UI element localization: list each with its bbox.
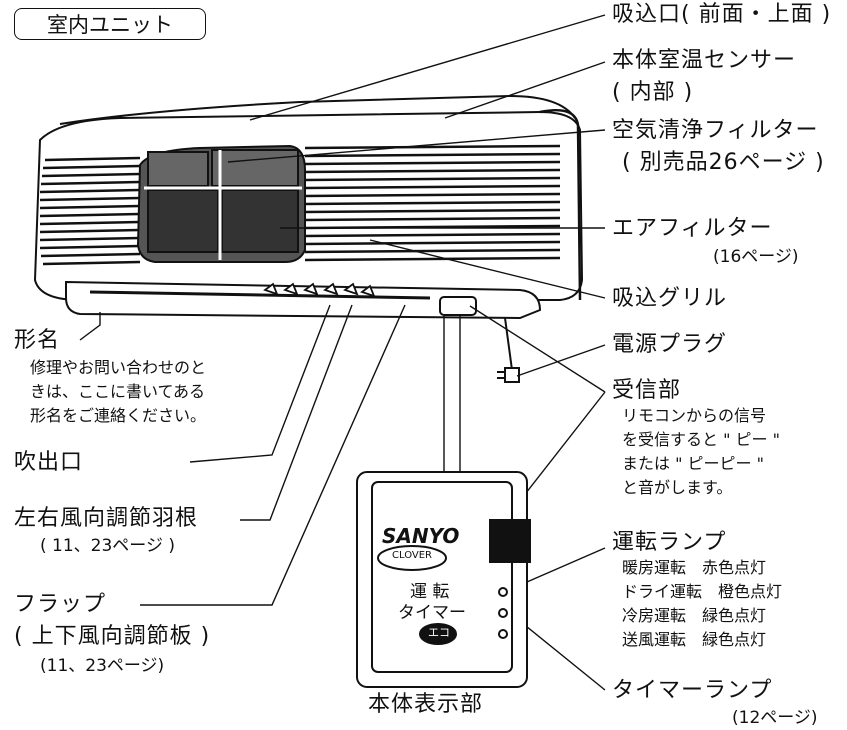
model-name-note-line: きは、ここに書いてある [30, 382, 206, 401]
operation-lamp-label: 運転ランプ [612, 530, 727, 555]
unit-right-side [539, 108, 582, 301]
receiver-note-line: リモコンからの信号 [622, 406, 767, 425]
outlet-label: 吹出口 [14, 450, 84, 475]
air-filter-label: エアフィルター [612, 216, 773, 241]
unit-bottom-lip [65, 280, 542, 320]
timer-lamp-label: タイマーランプ [612, 678, 773, 703]
display-panel-caption: 本体表示部 [368, 692, 484, 717]
power-plug-label: 電源プラグ [612, 332, 728, 357]
operation-lamp-item: 暖房運転 赤色点灯 [622, 558, 767, 577]
timer-lamp-sub: (12ページ) [732, 708, 818, 728]
flap-label: フラップ [14, 592, 107, 617]
timer-lamp [498, 608, 508, 618]
display-panel [356, 471, 531, 688]
unit-top-edge [59, 94, 576, 125]
model-name-note-line: 修理やお問い合わせのと [30, 358, 207, 377]
callout-lines [79, 14, 606, 691]
room-temp-sensor-sub: ( 内部 ) [612, 80, 694, 105]
outlet-slot [89, 290, 431, 300]
operation-lamp-item: 冷房運転 緑色点灯 [622, 606, 767, 625]
intake-grille-label: 吸込グリル [612, 286, 728, 311]
lr-louver-sub: ( 11、23ページ ) [40, 536, 175, 556]
receiver-note-line: と音がします。 [622, 478, 733, 497]
receiver-note: リモコンからの信号 を受信すると " ピー " または " ピーピー " と音が… [622, 404, 780, 500]
lr-louver-label: 左右風向調節羽根 [14, 506, 199, 531]
receiver-note-line: を受信すると " ピー " [622, 430, 780, 449]
lr-louvers [263, 282, 376, 298]
receiver-label: 受信部 [612, 378, 682, 403]
panel-run-label: 運 転 [410, 582, 450, 602]
panel-inner [371, 481, 513, 673]
room-temp-sensor-label: 本体室温センサー [612, 48, 797, 73]
receiver-window [439, 296, 477, 316]
model-name-note: 修理やお問い合わせのと きは、ここに書いてある 形名をご連絡ください。 [30, 356, 206, 428]
power-cord [497, 317, 520, 383]
flap-page: (11、23ページ) [40, 656, 165, 676]
model-name-note-line: 形名をご連絡ください。 [30, 406, 207, 425]
intake-grille-left [39, 156, 141, 266]
clover-badge [377, 545, 447, 571]
air-clean-filter-label: 空気清浄フィルター [612, 118, 819, 143]
intake-grille-right [304, 144, 561, 262]
intake-port-label: 吸込口( 前面・上面 ) [612, 2, 832, 27]
clover-logo: CLOVER [392, 550, 432, 561]
panel-timer-label: タイマー [398, 603, 466, 623]
eco-badge [419, 623, 457, 645]
air-clean-filter-sub: ( 別売品26ページ ) [622, 150, 825, 175]
air-filter-mesh [136, 144, 306, 263]
operation-lamp-item: 送風運転 緑色点灯 [622, 630, 767, 649]
eco-badge-label: エコ [428, 626, 450, 639]
air-filter-sub: (16ページ) [713, 247, 799, 267]
operation-lamp-list: 暖房運転 赤色点灯 ドライ運転 橙色点灯 冷房運転 緑色点灯 送風運転 緑色点灯 [622, 556, 782, 652]
header-tag: 室内ユニット [14, 8, 206, 40]
receiver-black [489, 519, 531, 563]
eco-lamp [498, 629, 508, 639]
flap-sub: ( 上下風向調節板 ) [14, 624, 211, 649]
receiver-note-line: または " ピーピー " [622, 454, 764, 473]
operation-lamp-item: ドライ運転 橙色点灯 [622, 582, 783, 601]
brand-logo: SANYO [382, 524, 460, 548]
run-lamp [498, 587, 508, 597]
model-name-label: 形名 [14, 328, 61, 353]
